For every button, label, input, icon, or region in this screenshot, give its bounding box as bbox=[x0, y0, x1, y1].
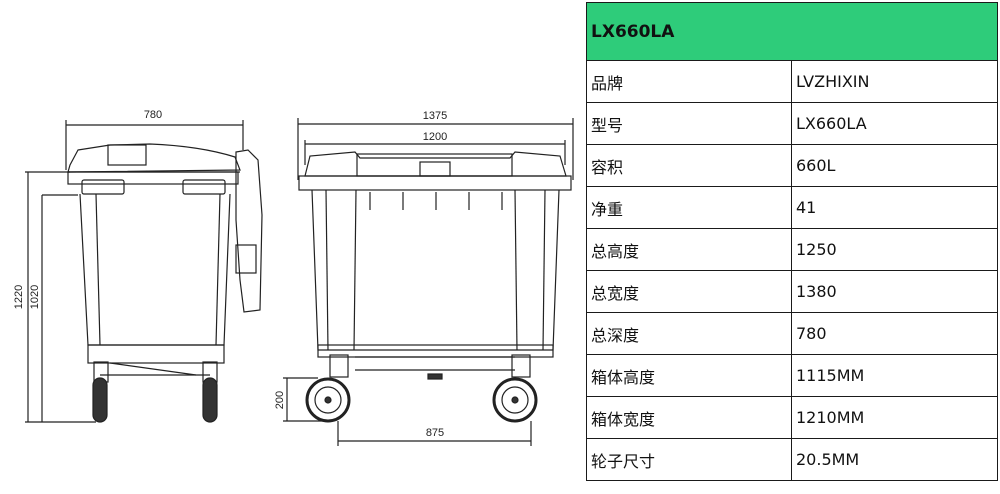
row-label: 总宽度 bbox=[586, 270, 792, 313]
technical-drawing: 780 1220 1020 1375 1200 200 875 bbox=[13, 109, 574, 446]
row-value: 1210MM bbox=[791, 396, 998, 439]
row-label: 容积 bbox=[586, 144, 792, 187]
row-label: 总深度 bbox=[586, 312, 792, 355]
model-title: LX660LA bbox=[586, 2, 998, 61]
row-label: 总高度 bbox=[586, 228, 792, 271]
side-body-height-label: 1020 bbox=[29, 285, 41, 309]
row-value: 780 bbox=[791, 312, 998, 355]
row-value: LVZHIXIN bbox=[791, 60, 998, 103]
row-value: 1380 bbox=[791, 270, 998, 313]
row-value: 1115MM bbox=[791, 354, 998, 397]
side-total-height-label: 1220 bbox=[13, 285, 25, 309]
front-view-bin bbox=[283, 118, 574, 446]
front-body-width-label: 1200 bbox=[423, 131, 447, 143]
row-value: LX660LA bbox=[791, 102, 998, 145]
row-value: 41 bbox=[791, 186, 998, 229]
row-value: 660L bbox=[791, 144, 998, 187]
row-label: 净重 bbox=[586, 186, 792, 229]
row-value: 1250 bbox=[791, 228, 998, 271]
spec-table-header: LX660LA bbox=[586, 2, 998, 61]
row-label: 箱体宽度 bbox=[586, 396, 792, 439]
row-label: 型号 bbox=[586, 102, 792, 145]
row-label: 品牌 bbox=[586, 60, 792, 103]
wheel-height-label: 200 bbox=[274, 391, 286, 409]
row-label: 轮子尺寸 bbox=[586, 438, 792, 481]
side-width-label: 780 bbox=[144, 109, 162, 121]
side-view-bin bbox=[25, 120, 263, 423]
row-value: 20.5MM bbox=[791, 438, 998, 481]
front-total-width-label: 1375 bbox=[423, 110, 447, 122]
row-label: 箱体高度 bbox=[586, 354, 792, 397]
wheel-spacing-label: 875 bbox=[426, 427, 444, 439]
